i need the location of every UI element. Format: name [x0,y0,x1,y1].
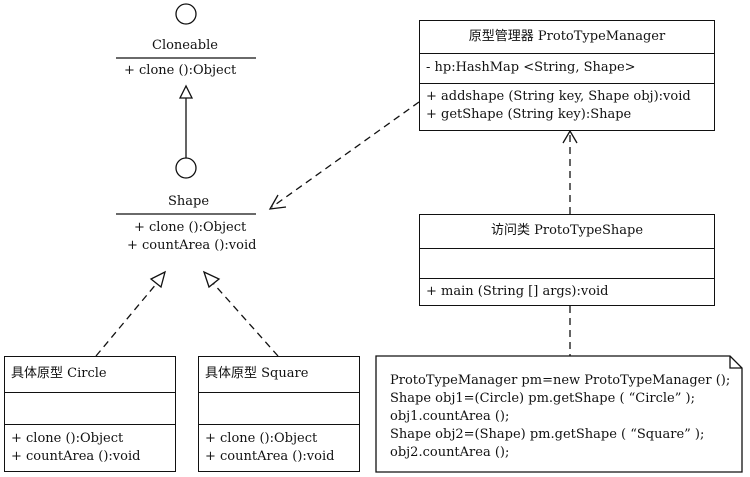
circle-operations-section: + clone ():Object + countArea ():void [5,425,175,471]
client-operations-section: + main (String [] args):void [420,279,714,305]
shape-name: Shape [168,194,210,209]
circle-class: 具体原型 Circle + clone ():Object + countAre… [4,356,176,472]
manager-attributes-section: - hp:HashMap <String, Shape> [420,54,714,84]
manager-class: 原型管理器 ProtoTypeManager - hp:HashMap <Str… [419,20,715,131]
square-op-clone: + clone ():Object [205,431,318,446]
manager-name-section: 原型管理器 ProtoTypeManager [420,21,714,54]
client-attributes-section [420,249,714,279]
square-op-countarea: + countArea ():void [205,449,335,464]
circle-op-countarea: + countArea ():void [11,449,141,464]
circle-to-shape-link [95,282,158,357]
manager-op-getshape: + getShape (String key):Shape [426,107,632,122]
manager-attr-hp: - hp:HashMap <String, Shape> [426,60,636,75]
dependency-arrowhead-shape [268,194,287,210]
inheritance-arrowhead [178,84,194,99]
manager-operations-section: + addshape (String key, Shape obj):void … [420,84,714,130]
note-line-3: obj1.countArea (); [390,409,510,424]
shape-interface-lollipop [175,157,197,179]
cloneable-op-clone: + clone ():Object [124,63,237,78]
client-name: 访问类 ProtoTypeShape [490,223,644,238]
note-line-4: Shape obj2=(Shape) pm.getShape ( “Square… [390,427,705,442]
cloneable-name: Cloneable [152,38,218,53]
dependency-arrowhead-manager [562,129,578,144]
shape-op-countarea: + countArea ():void [127,238,257,253]
manager-to-shape-dependency [271,101,420,208]
square-to-shape-link [212,282,279,357]
client-class: 访问类 ProtoTypeShape + main (String [] arg… [419,214,715,306]
note-text: ProtoTypeManager pm=new ProtoTypeManager… [390,372,730,462]
realization-arrowhead-circle [149,270,166,289]
client-op-main: + main (String [] args):void [426,284,609,299]
square-name: 具体原型 Square [205,366,309,381]
square-operations-section: + clone ():Object + countArea ():void [199,425,359,471]
cloneable-interface-lollipop [175,3,197,25]
note-shape [375,355,743,473]
shape-op-clone: + clone ():Object [134,220,247,235]
circle-attributes-section [5,393,175,425]
square-class: 具体原型 Square + clone ():Object + countAre… [198,356,360,472]
circle-name-section: 具体原型 Circle [5,357,175,393]
square-name-section: 具体原型 Square [199,357,359,393]
client-name-section: 访问类 ProtoTypeShape [420,215,714,249]
realization-arrowhead-square [202,270,221,289]
square-attributes-section [199,393,359,425]
note-fold [729,356,742,369]
note-line-2: Shape obj1=(Circle) pm.getShape ( “Circl… [390,391,695,406]
manager-name: 原型管理器 ProtoTypeManager [468,29,666,44]
circle-op-clone: + clone ():Object [11,431,124,446]
note-line-5: obj2.countArea (); [390,445,510,460]
note-line-1: ProtoTypeManager pm=new ProtoTypeManager… [390,373,731,388]
circle-name: 具体原型 Circle [11,366,107,381]
manager-op-addshape: + addshape (String key, Shape obj):void [426,89,691,104]
